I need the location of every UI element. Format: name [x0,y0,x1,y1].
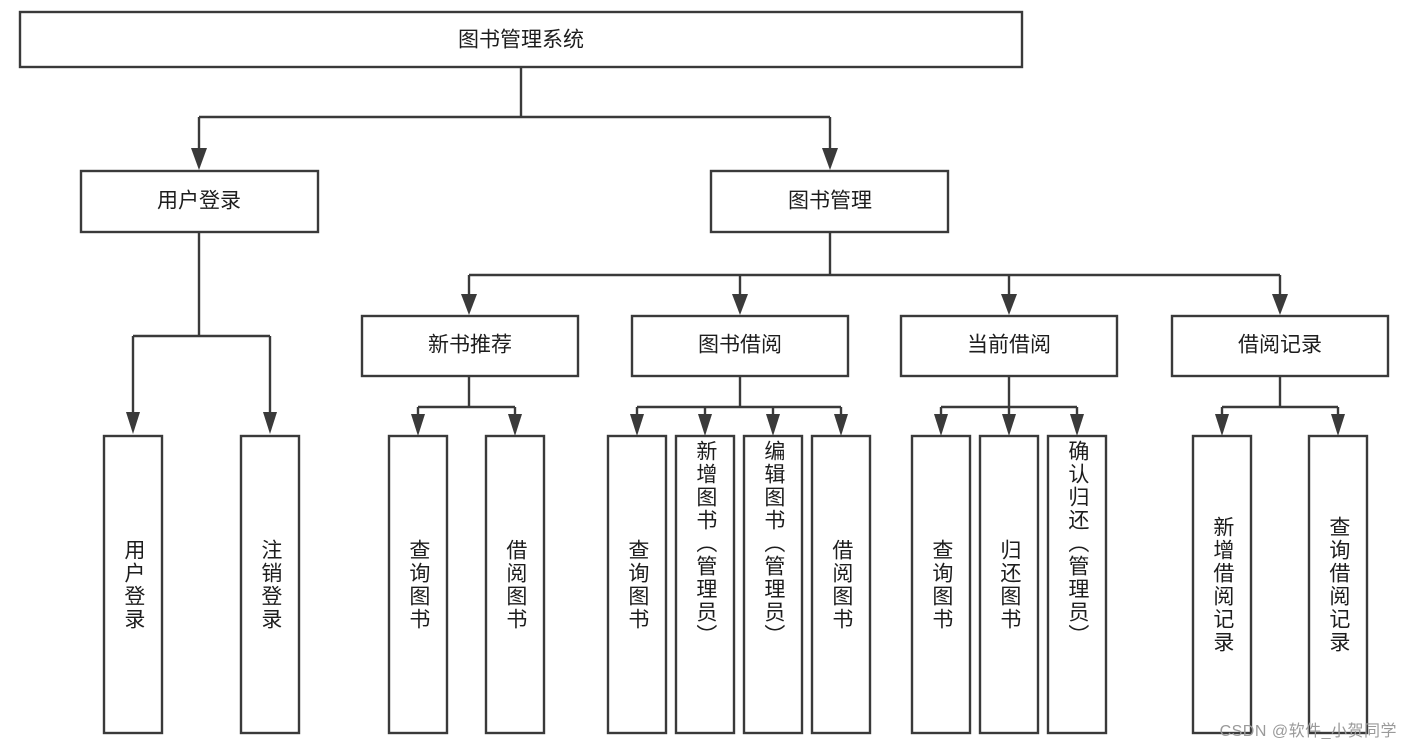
watermark-csdn: CSDN @软件_小贺同学 [1219,723,1397,740]
connector-group [126,67,1345,436]
arrow-head-leaf-book-borrow-4 [834,414,848,436]
node-book-management[interactable] [709,169,950,234]
arrow-head-leaf-borrow-record-1 [1215,414,1229,436]
node-root-label: 图书管理系统 [458,29,584,52]
arrow-head-leaf-book-borrow-2 [698,414,712,436]
node-book-borrow-label: 图书借阅 [698,334,782,357]
leaf-box-book-borrow-2[interactable] [674,434,736,735]
arrow-head-new-book [461,294,477,315]
node-new-book-recommend-label: 新书推荐 [428,334,512,357]
arrow-head-leaf-current-borrow-2 [1002,414,1016,436]
leaf-box-borrow-record-2[interactable] [1307,434,1369,735]
node-current-borrow-label: 当前借阅 [967,334,1051,357]
arrow-head-current-borrow [1001,294,1017,315]
leaf-box-user-login-2[interactable] [239,434,301,735]
arrow-head-user-login [191,148,207,170]
leaf-box-user-login-1[interactable] [102,434,164,735]
leaf-box-borrow-record-1[interactable] [1191,434,1253,735]
node-book-borrow[interactable] [630,314,850,378]
leaf-box-current-borrow-1[interactable] [910,434,972,735]
node-borrow-record-label: 借阅记录 [1238,334,1322,357]
arrow-head-leaf-new-book-1 [411,414,425,436]
node-book-management-label: 图书管理 [788,190,872,213]
arrow-head-leaf-current-borrow-1 [934,414,948,436]
arrow-head-leaf-user-login-1 [126,412,140,434]
node-group: 图书管理系统 用户登录 图书管理 新书推荐 图书借阅 当前借阅 借阅记录 [18,10,1390,735]
arrow-head-leaf-book-borrow-3 [766,414,780,436]
arrow-head-book-borrow [732,294,748,315]
arrow-head-book-mgmt [822,148,838,170]
node-root[interactable] [18,10,1024,69]
leaf-box-new-book-1[interactable] [387,434,449,735]
node-user-login[interactable] [79,169,320,234]
leaf-box-current-borrow-3[interactable] [1046,434,1108,735]
node-user-login-label: 用户登录 [157,190,241,213]
node-new-book-recommend[interactable] [360,314,580,378]
node-current-borrow[interactable] [899,314,1119,378]
leaf-box-book-borrow-3[interactable] [742,434,804,735]
arrow-head-leaf-book-borrow-1 [630,414,644,436]
arrow-head-leaf-user-login-2 [263,412,277,434]
arrow-head-leaf-borrow-record-2 [1331,414,1345,436]
arrow-head-borrow-record [1272,294,1288,315]
leaf-box-current-borrow-2[interactable] [978,434,1040,735]
leaf-box-book-borrow-1[interactable] [606,434,668,735]
node-borrow-record[interactable] [1170,314,1390,378]
arrow-head-leaf-current-borrow-3 [1070,414,1084,436]
leaf-box-new-book-2[interactable] [484,434,546,735]
arrow-head-leaf-new-book-2 [508,414,522,436]
leaf-box-book-borrow-4[interactable] [810,434,872,735]
